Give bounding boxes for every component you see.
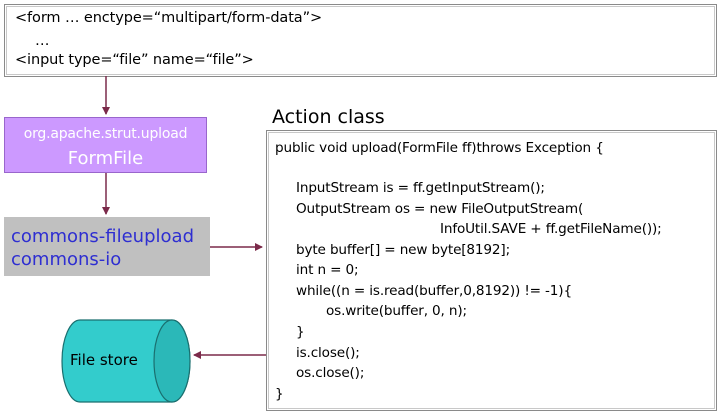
file-store-label: File store	[70, 351, 138, 369]
formfile-class-label: FormFile	[67, 148, 144, 169]
formfile-box: org.apache.strut.upload FormFile	[4, 117, 207, 173]
commons-fileupload-label: commons-fileupload	[11, 226, 194, 247]
code-line: InfoUtil.SAVE + ff.getFileName());	[440, 221, 662, 237]
code-line: os.close();	[296, 365, 365, 381]
code-line: public void upload(FormFile ff)throws Ex…	[275, 140, 604, 156]
code-line: is.close();	[296, 345, 360, 361]
commons-libraries-box: commons-fileupload commons-io	[4, 217, 210, 276]
code-line: int n = 0;	[296, 262, 359, 278]
form-tag-line: <form … enctype=“multipart/form-data”>	[15, 10, 323, 26]
input-file-line: <input type=“file” name=“file”>	[15, 52, 254, 68]
code-line: InputStream is = ff.getInputStream();	[296, 180, 545, 196]
form-ellipsis-line: …	[35, 33, 50, 49]
file-store-cylinder	[61, 319, 191, 403]
commons-io-label: commons-io	[11, 249, 122, 270]
code-line: byte buffer[] = new byte[8192];	[296, 242, 511, 258]
code-line: while((n = is.read(buffer,0,8192)) != -1…	[296, 283, 572, 299]
code-line: }	[296, 324, 305, 340]
action-code-box: public void upload(FormFile ff)throws Ex…	[266, 130, 717, 411]
action-class-title: Action class	[272, 106, 385, 128]
formfile-package-label: org.apache.strut.upload	[23, 126, 188, 142]
code-line: OutputStream os = new FileOutputStream(	[296, 201, 584, 217]
form-snippet-box: <form … enctype=“multipart/form-data”> ……	[4, 4, 717, 77]
code-line: }	[275, 386, 284, 402]
code-line: os.write(buffer, 0, n);	[326, 303, 467, 319]
